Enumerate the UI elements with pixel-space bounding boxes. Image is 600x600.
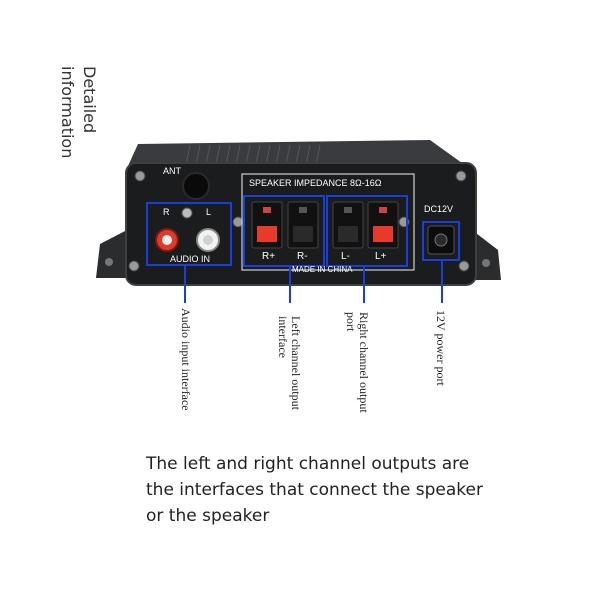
audio-in-label: AUDIO IN xyxy=(170,254,210,264)
callout-power: 12V power port xyxy=(434,310,448,386)
left-flange-hole xyxy=(105,258,113,266)
left-mounting-flange xyxy=(96,230,127,278)
terminal-label-l-plus: L+ xyxy=(375,251,387,262)
chassis-top xyxy=(128,140,462,166)
rca-left-jack-center xyxy=(203,235,213,245)
terminal-l-minus-clip xyxy=(338,226,358,242)
terminal-label-l-minus: L- xyxy=(341,251,350,262)
terminal-l-minus-hole xyxy=(344,207,352,213)
rca-left-label: L xyxy=(206,207,211,217)
callout-right-output-line2: port xyxy=(344,312,358,332)
left-channel-terminals-highlight xyxy=(326,195,408,267)
leader-lines xyxy=(184,260,443,303)
dc-power-jack-pin xyxy=(434,233,448,247)
rca-right-label: R xyxy=(163,207,170,217)
callout-right-output-line1: Right channel output xyxy=(357,312,371,413)
rca-right-jack-center xyxy=(162,235,172,245)
callout-audio-input: Audio input interface xyxy=(179,308,193,411)
right-mounting-flange xyxy=(472,230,501,280)
terminal-label-r-plus: R+ xyxy=(262,251,275,262)
caption-line-2: the interfaces that connect the speaker xyxy=(146,480,483,500)
speaker-impedance-label: SPEAKER IMPEDANCE 8Ω-16Ω xyxy=(249,178,382,188)
dc-label: DC12V xyxy=(424,204,453,214)
ant-port xyxy=(182,172,210,200)
caption-line-1: The left and right channel outputs are xyxy=(146,454,470,474)
terminal-r-minus-clip xyxy=(293,226,313,242)
ant-label: ANT xyxy=(163,166,182,176)
right-channel-terminals-highlight xyxy=(243,195,325,267)
heatsink-fins xyxy=(185,144,321,165)
made-in-label: MADE IN CHINA xyxy=(292,265,353,274)
callout-left-output-line2: interface xyxy=(276,316,290,358)
terminal-r-minus-hole xyxy=(299,207,307,213)
caption: The left and right channel outputs are t… xyxy=(146,451,566,529)
callout-left-output: Left channel output interface xyxy=(276,316,303,410)
right-flange-hole xyxy=(482,259,490,267)
center-screw xyxy=(181,207,193,219)
audio-in-highlight xyxy=(146,202,232,266)
terminal-l-plus-hole xyxy=(379,207,387,213)
terminal-r-plus-hole xyxy=(263,207,271,213)
callout-left-output-line1: Left channel output xyxy=(289,316,303,410)
terminal-r-plus-clip xyxy=(257,226,277,242)
speaker-section-frame xyxy=(241,173,415,271)
callout-audio-input-text: Audio input interface xyxy=(179,308,193,411)
terminal-label-r-minus: R- xyxy=(297,251,308,262)
terminal-l-plus-clip xyxy=(373,226,393,242)
callout-right-output: Right channel output port xyxy=(344,312,371,413)
callout-power-text: 12V power port xyxy=(434,310,448,386)
caption-line-3: or the speaker xyxy=(146,506,270,526)
